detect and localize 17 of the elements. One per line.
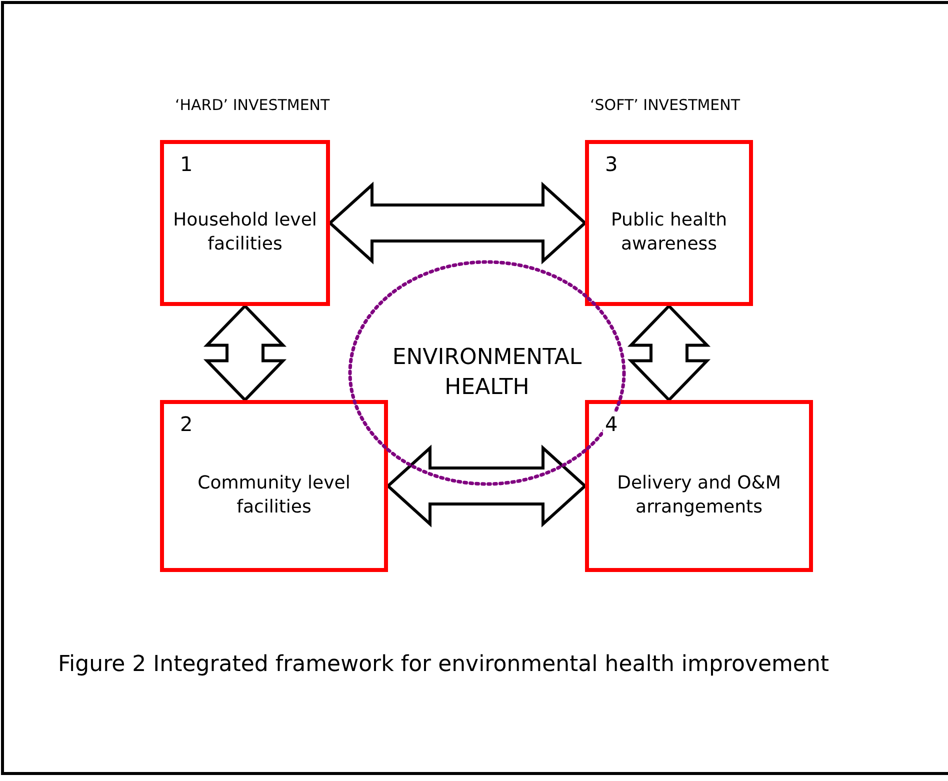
box-label: Community level facilities <box>196 472 352 520</box>
box-label: Delivery and O&M arrangements <box>616 472 782 520</box>
process-box <box>585 400 813 572</box>
box-label: Public health awareness <box>610 208 728 257</box>
column-heading: ‘HARD’ INVESTMENT <box>175 96 330 114</box>
process-box <box>585 140 753 306</box>
figure-caption: Figure 2 Integrated framework for environmental health improvement <box>58 652 830 677</box>
box-number: 4 <box>603 412 620 436</box>
column-heading: ‘SOFT’ INVESTMENT <box>590 96 740 114</box>
process-box <box>160 400 388 572</box>
double-block-arrow <box>627 304 711 402</box>
double-block-arrow <box>328 182 588 264</box>
process-box <box>160 140 330 306</box>
box-label: Household level facilities <box>172 208 318 257</box>
double-block-arrow <box>386 444 588 528</box>
center-label: ENVIRONMENTAL HEALTH <box>391 344 583 402</box>
double-block-arrow <box>203 304 287 402</box>
